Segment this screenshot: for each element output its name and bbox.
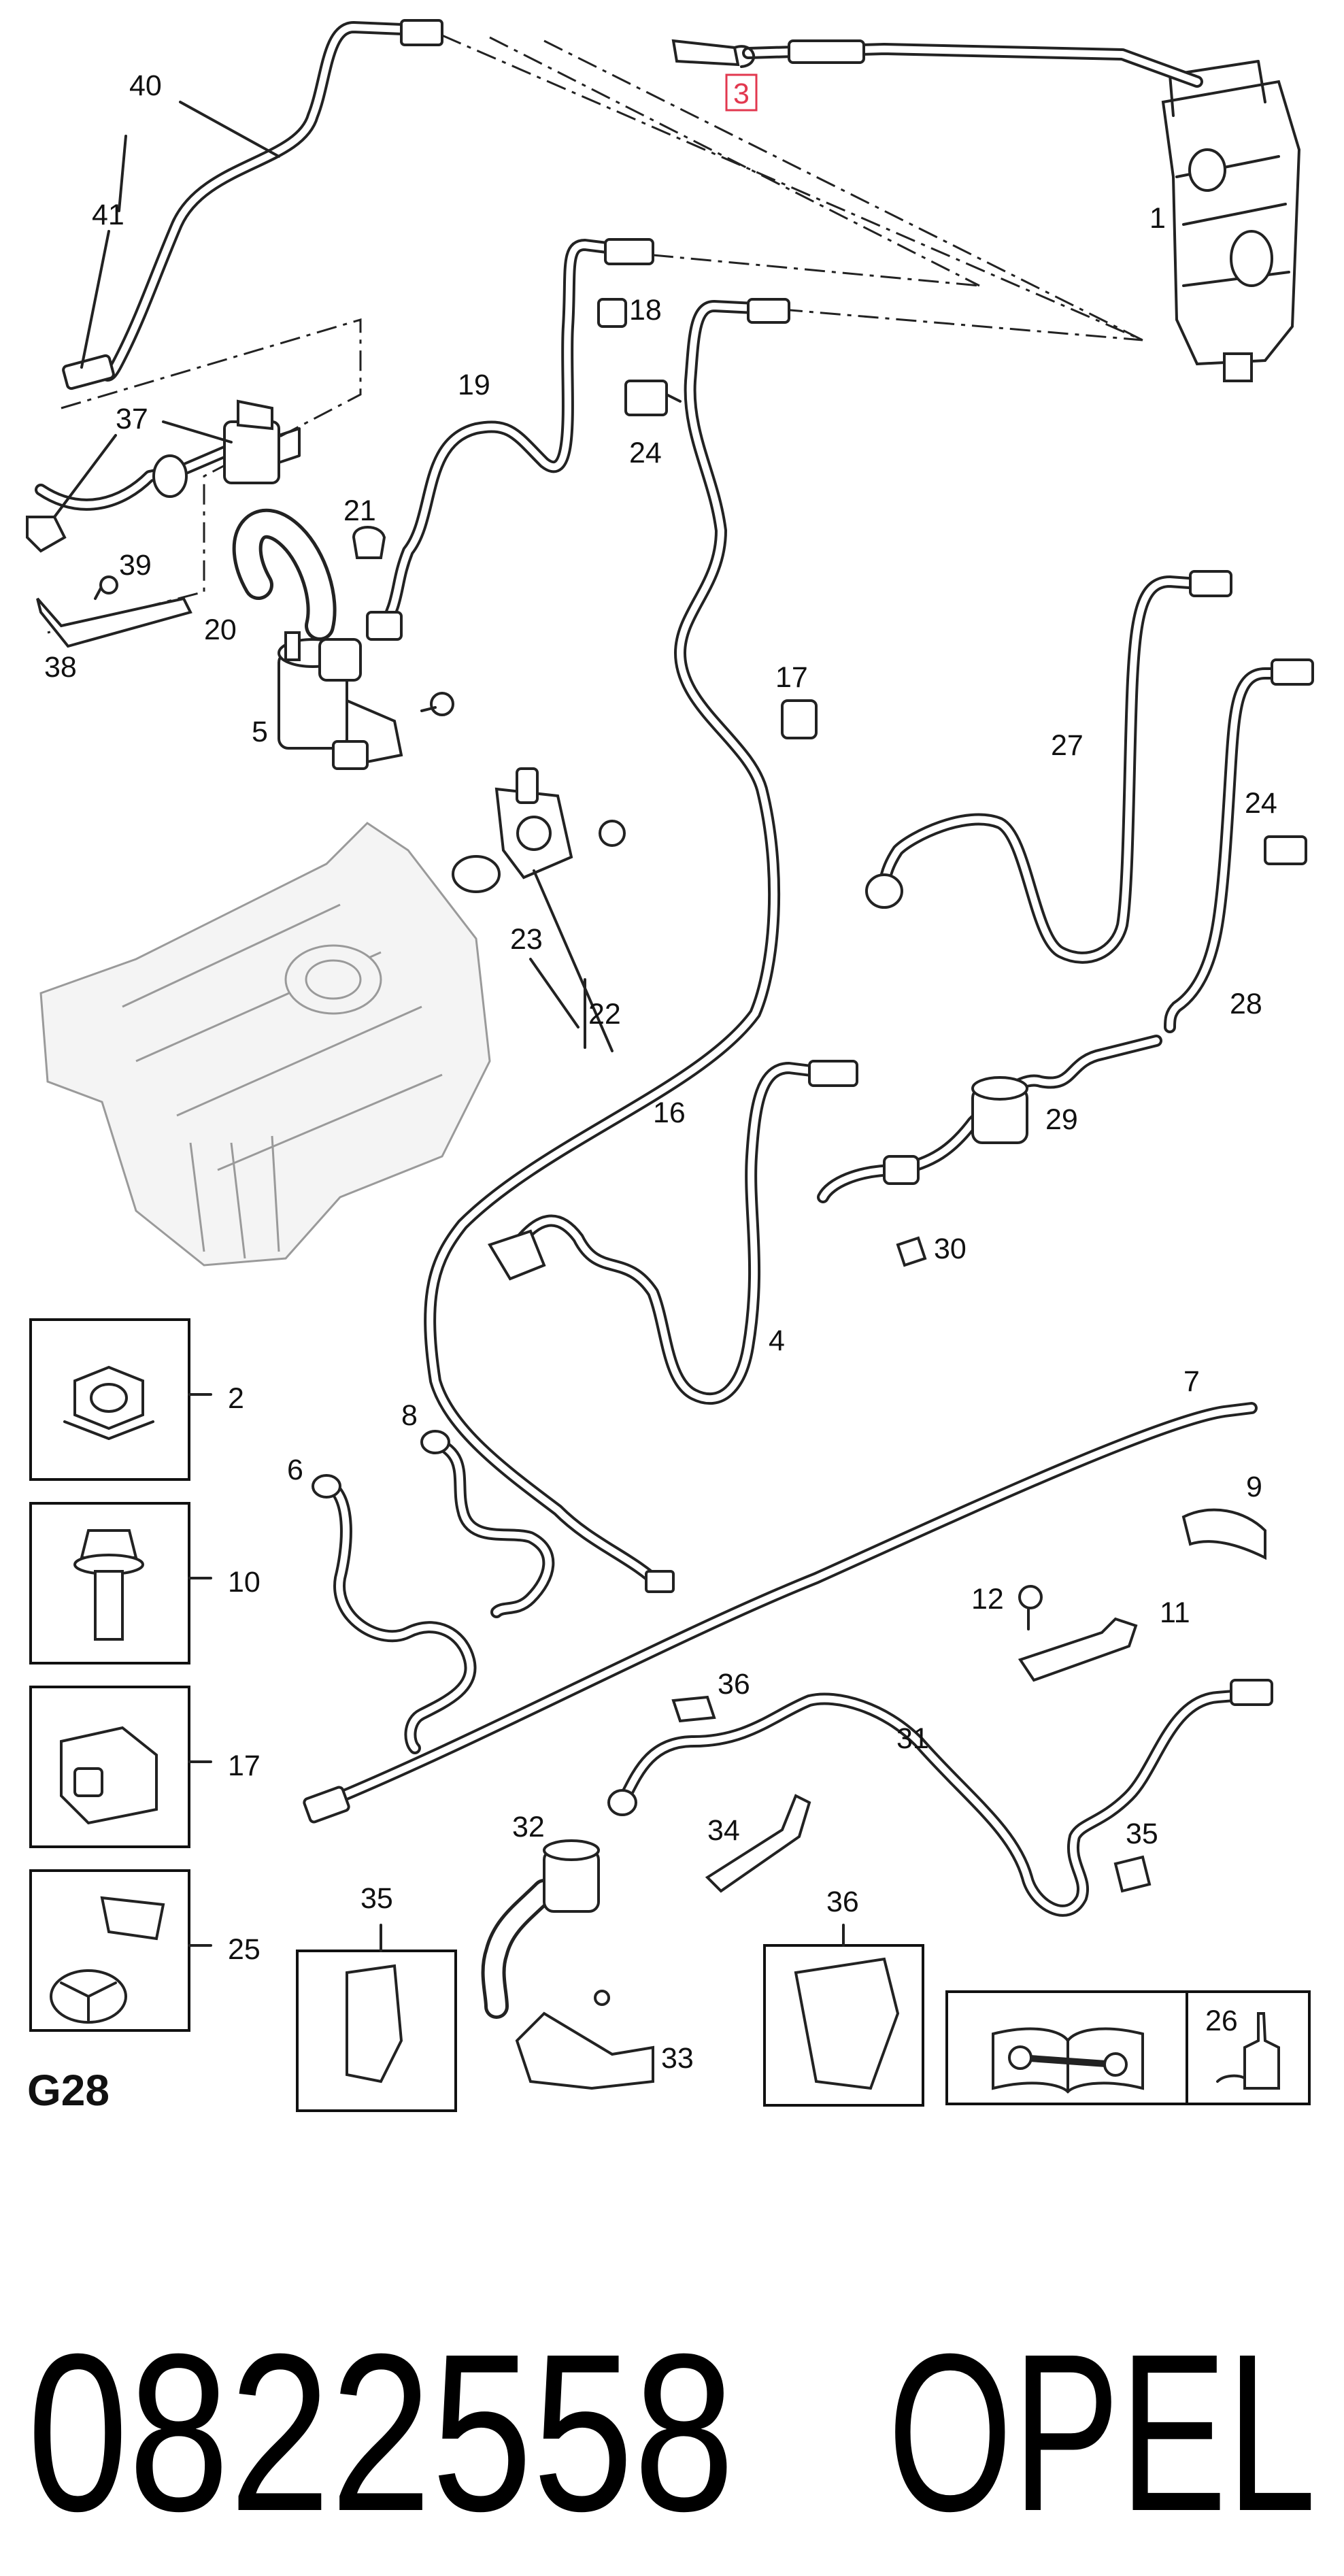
callout-24-top: 24 — [629, 437, 662, 469]
callout-10: 10 — [228, 1566, 261, 1599]
callout-12: 12 — [971, 1583, 1004, 1616]
valve-part-29 — [817, 1035, 1162, 1203]
box-part-35 — [296, 1950, 457, 2112]
callout-37: 37 — [116, 403, 148, 435]
callout-32: 32 — [512, 1811, 545, 1843]
callout-5: 5 — [252, 716, 268, 748]
connector-part-24-top — [624, 380, 682, 416]
dashed-leader-lines — [47, 34, 1143, 634]
callout-17-mid: 17 — [775, 661, 808, 694]
callout-23: 23 — [510, 923, 543, 956]
connector-part-18 — [597, 298, 627, 328]
callout-16: 16 — [653, 1097, 686, 1129]
brand-name: OPEL — [888, 2307, 1316, 2558]
clip-part-21 — [352, 526, 386, 559]
hose-part-27 — [865, 570, 1232, 964]
callout-31: 31 — [896, 1722, 929, 1755]
box-part-10 — [29, 1502, 190, 1665]
callout-18: 18 — [629, 294, 662, 327]
callout-24-right: 24 — [1245, 787, 1277, 820]
clip-part-36-small — [671, 1695, 716, 1723]
callout-35-box: 35 — [360, 1882, 393, 1915]
bolt-part-39 — [94, 575, 118, 600]
group-code-label: G28 — [27, 2066, 110, 2115]
solenoid-valve-part-5 — [278, 631, 403, 770]
tube-part-7 — [303, 1402, 1258, 1824]
oring-part-23 — [452, 855, 501, 893]
part-3-fitting — [671, 39, 756, 68]
box-part-2 — [29, 1318, 190, 1481]
box-part-36 — [763, 1944, 924, 2107]
callout-9: 9 — [1246, 1471, 1262, 1503]
callout-33: 33 — [661, 2042, 694, 2075]
hose-part-4 — [488, 1060, 858, 1405]
hose-part-31 — [607, 1679, 1273, 1917]
clip-part-17-mid — [781, 699, 818, 739]
callout-27: 27 — [1051, 729, 1083, 762]
callout-3: 3 — [733, 78, 750, 110]
callout-38: 38 — [44, 651, 77, 684]
hose-part-28 — [1164, 658, 1314, 1033]
manual-wrench-icon — [992, 2027, 1144, 2094]
callout-36-box: 36 — [826, 1886, 859, 1918]
callout-leaders — [53, 101, 845, 1952]
box-part-17 — [29, 1686, 190, 1848]
hose-part-6 — [312, 1474, 477, 1754]
hose-part-40-41 — [62, 19, 443, 390]
valve-assembly-37 — [26, 399, 301, 553]
callout-40: 40 — [129, 69, 162, 102]
callout-22: 22 — [588, 998, 621, 1031]
callout-labels: 1 2 3 4 5 6 7 8 9 10 11 12 16 17 17 18 1… — [44, 69, 1277, 2075]
bracket-part-34 — [705, 1794, 811, 1893]
callout-35-small: 35 — [1126, 1818, 1158, 1850]
callout-7: 7 — [1183, 1365, 1200, 1398]
callout-34: 34 — [707, 1814, 740, 1847]
hose-part-16 — [424, 298, 790, 1593]
callout-3-box — [725, 73, 758, 112]
canister-part-1 — [1161, 60, 1301, 382]
callout-28: 28 — [1230, 988, 1262, 1020]
clip-part-30 — [896, 1236, 927, 1267]
callout-11: 11 — [1160, 1596, 1190, 1629]
callout-19: 19 — [458, 369, 490, 401]
hose-part-8 — [420, 1430, 555, 1618]
hose-part-20 — [232, 508, 337, 641]
callout-20: 20 — [204, 614, 237, 646]
hose-part-19 — [366, 238, 654, 641]
callout-17-box: 17 — [228, 1750, 261, 1782]
callout-26: 26 — [1205, 2005, 1238, 2037]
screw-part-12 — [1018, 1585, 1043, 1630]
bracket-part-33 — [515, 1990, 654, 2090]
fitting-part-22 — [494, 767, 626, 880]
callout-1: 1 — [1149, 202, 1166, 235]
callout-8: 8 — [401, 1399, 418, 1432]
part-number: 0822558 — [27, 2307, 735, 2558]
bolt-near-5 — [420, 692, 454, 716]
box-part-25 — [29, 1869, 190, 2032]
connector-part-24-right — [1264, 835, 1307, 865]
callout-4: 4 — [769, 1324, 785, 1357]
clip-part-9 — [1181, 1508, 1266, 1560]
callout-30: 30 — [934, 1233, 967, 1265]
clip-part-35-small — [1113, 1855, 1152, 1893]
sealant-bottle-icon — [1216, 2012, 1280, 2090]
callout-29: 29 — [1045, 1103, 1078, 1136]
bracket-part-11 — [1018, 1617, 1138, 1682]
vent-hose-top — [742, 39, 1203, 88]
callout-41: 41 — [92, 199, 124, 231]
callout-36-small: 36 — [718, 1668, 750, 1701]
callout-25: 25 — [228, 1933, 261, 1966]
valve-part-32 — [481, 1839, 600, 2019]
callout-21: 21 — [343, 495, 376, 527]
intake-manifold-illustration — [39, 822, 491, 1267]
bracket-part-38 — [36, 597, 192, 648]
callout-2: 2 — [228, 1382, 244, 1415]
callout-6: 6 — [287, 1454, 303, 1486]
callout-39: 39 — [119, 549, 152, 582]
